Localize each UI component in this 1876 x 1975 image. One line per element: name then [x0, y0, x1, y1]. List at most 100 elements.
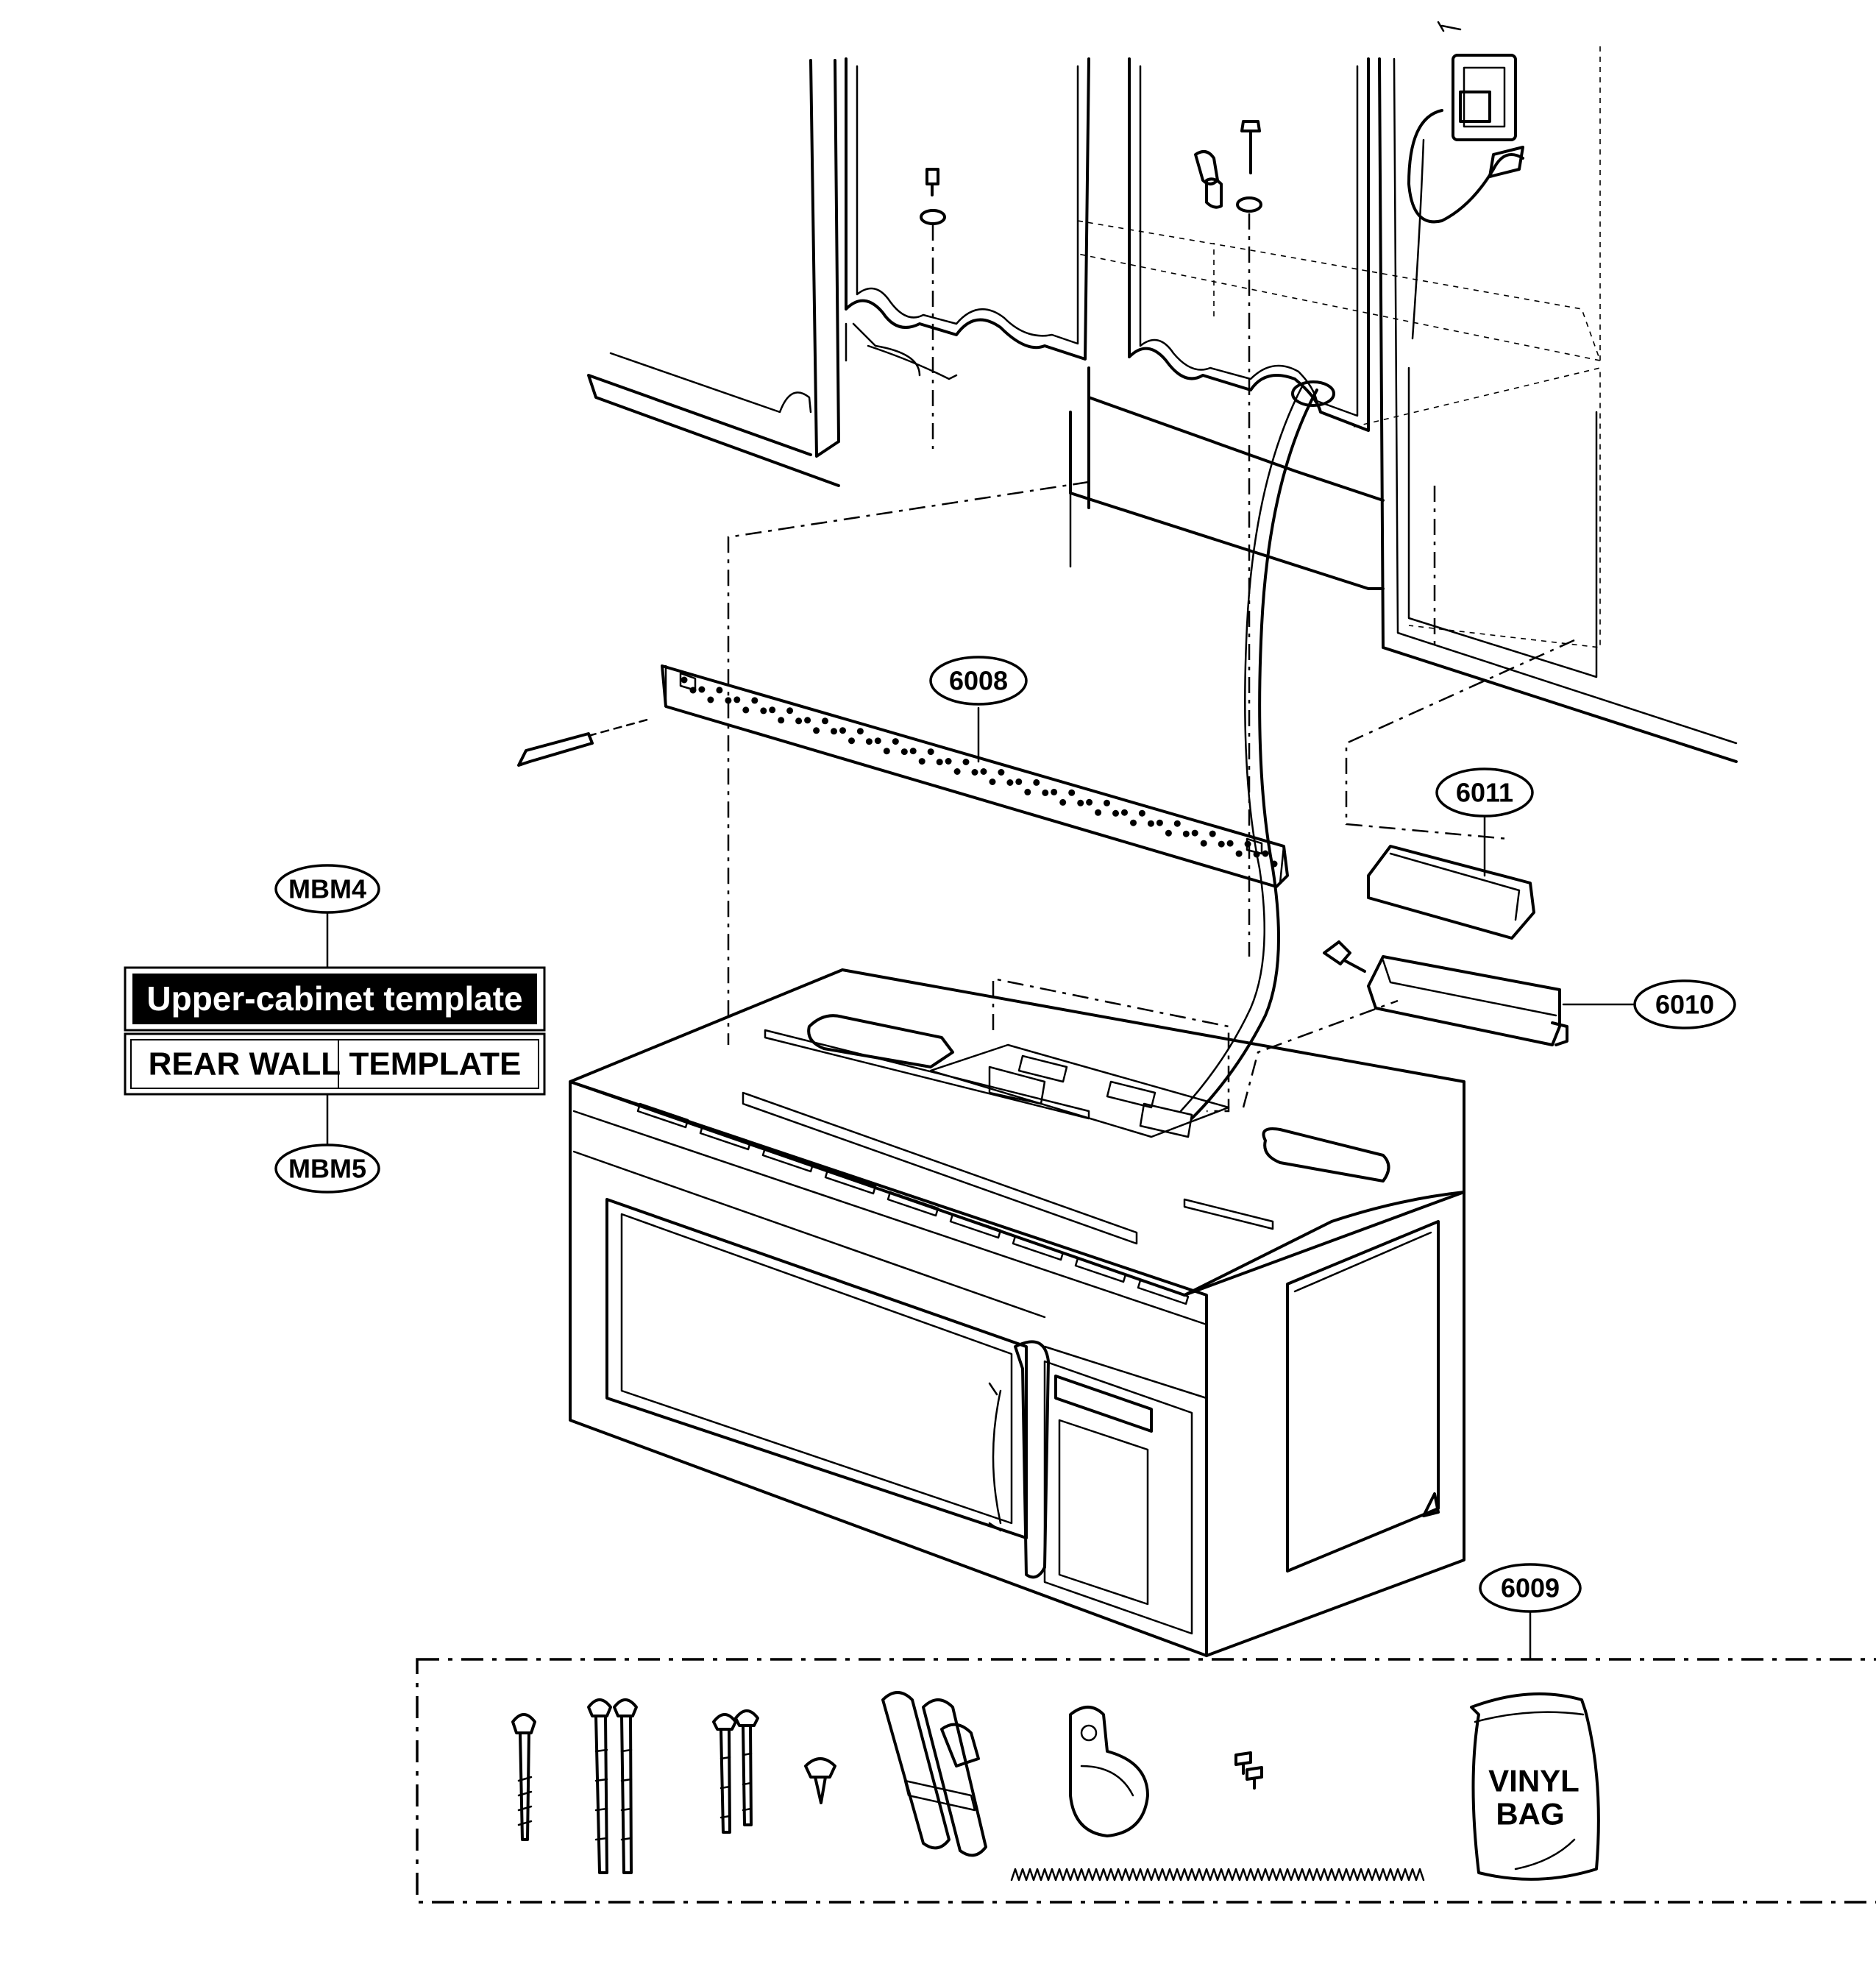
power-cord-drop — [1411, 138, 1425, 340]
left-cabinet — [587, 57, 1090, 487]
cabinet-bottom-outline — [1077, 220, 1602, 362]
power-plug — [1488, 146, 1524, 178]
cabinet-hidden-lines — [1213, 44, 1601, 361]
vent-slot — [636, 1102, 689, 1129]
vent-slot — [1137, 1279, 1190, 1305]
plate-hole — [962, 759, 970, 765]
callout-mbm5: MBM5 — [274, 1093, 380, 1194]
plate-hole — [1033, 779, 1040, 786]
upper-cabinet-template: Upper-cabinet template — [124, 966, 546, 1032]
plate-hole — [874, 737, 881, 745]
plate-hole — [1130, 819, 1137, 826]
top-vents — [636, 1102, 1190, 1305]
plate-hole — [778, 717, 785, 724]
plate-hole — [1271, 860, 1278, 868]
plate-hole — [998, 769, 1005, 776]
vent-slot — [1074, 1257, 1127, 1283]
plate-hole — [822, 717, 828, 725]
vent-slot — [761, 1146, 814, 1173]
callout-mbm4: MBM4 — [274, 864, 380, 969]
vent-slot — [1012, 1235, 1065, 1261]
plate-hole — [689, 687, 697, 694]
plate-hole — [742, 706, 750, 714]
plate-hole — [1051, 788, 1058, 795]
vinyl-bag-line1: VINYL — [1488, 1764, 1580, 1798]
plate-hole — [1147, 820, 1154, 827]
plate-hole — [1235, 850, 1243, 857]
plate-hole — [1059, 798, 1067, 806]
vent-slot — [949, 1213, 1002, 1239]
plate-hole — [980, 768, 987, 775]
plate-hole — [1182, 830, 1190, 837]
plate-screw — [517, 718, 649, 767]
plate-hole — [883, 748, 890, 755]
duct-outline — [992, 977, 1230, 1113]
callout-6010: 6010 — [1562, 979, 1736, 1029]
plate-hole — [1086, 798, 1093, 806]
spring-strip — [1010, 1868, 1425, 1882]
short-bolts — [712, 1709, 759, 1834]
plate-hole — [1191, 829, 1198, 837]
plate-hole — [1077, 799, 1084, 806]
right-cabinet — [1069, 57, 1738, 763]
exhaust-adapter-6010 — [1323, 940, 1568, 1046]
plate-hole — [786, 707, 794, 715]
plate-hole — [909, 748, 917, 755]
plate-hole — [856, 728, 864, 735]
plate-hole — [751, 697, 758, 704]
plate-hole — [1104, 799, 1110, 806]
plate-hole — [989, 779, 996, 785]
plate-hole — [769, 706, 776, 714]
long-bolts — [587, 1698, 638, 1874]
microwave-oven — [569, 968, 1465, 1657]
toggle-bolt-wings — [1194, 150, 1223, 209]
plate-hole — [927, 748, 934, 756]
leader-cabinet-left — [727, 481, 1090, 1045]
plate-hole — [1218, 840, 1225, 848]
vent-slot — [887, 1191, 939, 1217]
power-cord — [1190, 389, 1318, 1120]
power-cord-coil — [1407, 109, 1524, 224]
wood-screw — [511, 1713, 536, 1841]
plate-hole — [831, 728, 837, 735]
wall-outlet — [1437, 21, 1517, 141]
callout-mbm5-label: MBM5 — [288, 1154, 366, 1184]
vinyl-bag: VINYL BAG — [1470, 1692, 1600, 1881]
plate-hole — [918, 758, 925, 765]
callout-mbm4-label: MBM4 — [288, 874, 366, 904]
plate-hole — [698, 686, 706, 693]
upper-cabinets — [587, 44, 1738, 763]
callout-6009: 6009 — [1479, 1563, 1582, 1661]
callout-6008: 6008 — [929, 656, 1028, 763]
cord-hole — [1291, 380, 1335, 407]
callout-6008-label: 6008 — [949, 666, 1008, 696]
plate-hole — [1262, 850, 1269, 857]
plate-hole — [892, 738, 899, 745]
plate-hole — [1173, 820, 1181, 827]
plate-hole — [725, 697, 732, 704]
plate-hole — [795, 717, 803, 725]
leader-wall-right — [1345, 639, 1575, 840]
cabinet-bolt-right — [1236, 120, 1262, 213]
plate-hole — [1165, 829, 1172, 837]
plate-hole — [1112, 809, 1119, 817]
callout-6011: 6011 — [1435, 767, 1534, 877]
plate-hole — [1226, 840, 1234, 847]
toggle-wings — [881, 1691, 987, 1857]
plate-hole — [804, 717, 811, 724]
plate-hole — [971, 769, 978, 776]
rear-wall-template-label: REAR WALL TEMPLATE — [149, 1046, 522, 1082]
plate-holes — [681, 676, 1278, 868]
plate-hole — [1024, 788, 1031, 795]
wall-hidden-outline — [1353, 366, 1601, 648]
vent-slot — [824, 1169, 877, 1195]
plate-hole — [1006, 779, 1014, 786]
plate-hole — [1095, 809, 1102, 816]
plate-hole — [945, 758, 952, 765]
plate-hole — [1209, 830, 1216, 837]
plate-hole — [936, 759, 943, 766]
plate-hole — [707, 696, 714, 703]
plate-hole — [1200, 840, 1207, 847]
plate-hole — [953, 768, 961, 775]
